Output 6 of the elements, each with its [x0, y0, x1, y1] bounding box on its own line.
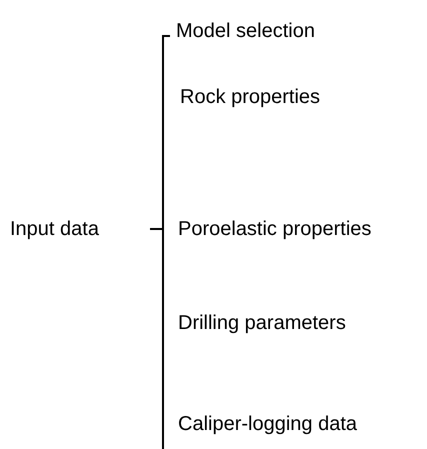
item-label: Rock properties	[180, 85, 320, 109]
item-label: Model selection	[176, 19, 315, 43]
item-label: Caliper-logging data	[178, 412, 358, 436]
item-label: Poroelastic properties	[178, 217, 372, 241]
item-label: Input data	[10, 217, 99, 241]
item-label: Drilling parameters	[178, 311, 346, 335]
